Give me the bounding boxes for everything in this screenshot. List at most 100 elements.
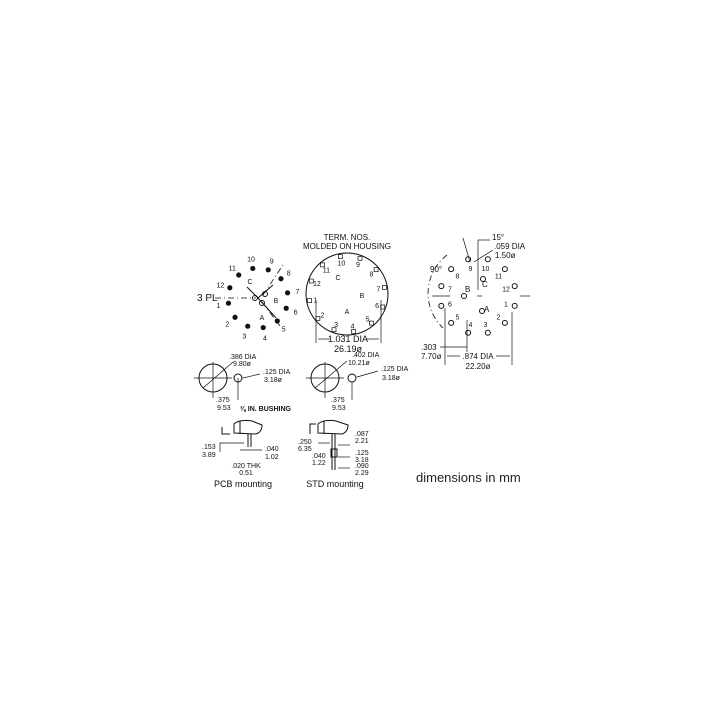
housing-title-2: MOLDED ON HOUSING xyxy=(303,242,391,251)
terminal-label: 12 xyxy=(217,282,225,289)
terminal-hole xyxy=(484,329,491,336)
housing-terminal-number: 1 xyxy=(314,298,318,305)
std-caption: STD mounting xyxy=(306,479,364,489)
pcb-caption: PCB mounting xyxy=(214,479,272,489)
offset-mm: 9.53 xyxy=(332,405,346,412)
terminal-profile xyxy=(317,419,349,435)
terminal-hole-label: 4 xyxy=(469,322,473,329)
terminal-slot xyxy=(338,254,343,259)
angle-90: 90° xyxy=(430,265,442,274)
terminal-slot xyxy=(307,298,312,303)
housing-dia-in: 1.031 DIA xyxy=(328,334,368,344)
arc xyxy=(427,254,448,329)
terminal-label: 7 xyxy=(295,289,299,296)
terminal-hole xyxy=(501,266,508,273)
terminal-dot xyxy=(232,314,238,320)
terminal-dot xyxy=(265,267,271,273)
bushing-dia-mm: 10.21ø xyxy=(348,360,371,367)
housing-pole-label: B xyxy=(360,293,365,300)
angle-leader xyxy=(462,237,471,263)
terminal-hole-label: 5 xyxy=(456,315,460,322)
terminal-label: 8 xyxy=(287,270,291,277)
bushing-right: .402 DIA 10.21ø .125 DIA 3.18ø .375 9.53 xyxy=(306,352,409,412)
bushing-dia-mm: 9.80ø xyxy=(233,361,252,368)
offset-in: .375 xyxy=(331,397,345,404)
terminal-hole xyxy=(438,283,445,290)
centerline xyxy=(261,301,281,327)
offset-in: .303 xyxy=(421,343,437,352)
terminal-hole xyxy=(438,302,445,309)
height-mm: 3.89 xyxy=(202,452,216,459)
housing-pole-label: C xyxy=(335,275,340,282)
terminal-hole-label: 7 xyxy=(448,286,452,293)
circle-dia-in: .874 DIA xyxy=(462,352,494,361)
housing-terminal-number: 5 xyxy=(366,317,370,324)
terminal-dot xyxy=(250,265,256,272)
terminal-hole xyxy=(501,319,508,326)
offset-in: .375 xyxy=(216,397,230,404)
housing-outline xyxy=(305,252,389,336)
leader xyxy=(314,360,348,389)
bracket xyxy=(309,423,316,434)
c-in: .125 xyxy=(355,450,369,457)
dimensions-note: dimensions in mm xyxy=(416,470,521,485)
housing-terminal-number: 4 xyxy=(351,324,355,331)
width-mm: 1.02 xyxy=(265,454,279,461)
leader xyxy=(242,373,261,379)
terminal-hole-label: 2 xyxy=(497,315,501,322)
pole-hole xyxy=(262,291,268,297)
dimension-line xyxy=(219,442,244,452)
leader xyxy=(202,361,234,389)
terminal-slot xyxy=(369,320,374,326)
bushing-dia-in: .386 DIA xyxy=(229,354,257,361)
terminal-label: 5 xyxy=(282,327,286,334)
d-mm: 2.29 xyxy=(355,470,369,477)
housing-terminal-number: 8 xyxy=(370,271,374,278)
b-mm: 1.22 xyxy=(312,460,326,467)
terminal-hole-label: 11 xyxy=(495,273,502,280)
terminal-hole-label: 12 xyxy=(502,286,510,293)
terminal-label: 6 xyxy=(294,310,298,317)
terminal-slot xyxy=(308,278,314,284)
terminal-hole xyxy=(465,329,472,336)
terminal-dot xyxy=(225,300,232,306)
pole-a: A xyxy=(484,305,490,314)
terminal-dot xyxy=(274,318,280,324)
bushing-caption: ⅜ IN. BUSHING xyxy=(240,406,292,413)
terminal-label: 2 xyxy=(225,322,229,329)
pin-dia-in: .125 DIA xyxy=(381,366,409,373)
housing-terminal-number: 12 xyxy=(313,281,321,288)
a-in: .087 xyxy=(355,431,369,438)
terminal-slot xyxy=(351,329,356,334)
leader xyxy=(356,370,379,378)
pin-shoulder xyxy=(330,448,338,458)
thk-in: .020 THK xyxy=(231,463,261,470)
wiper-a xyxy=(257,297,277,319)
terminal-label: 4 xyxy=(263,335,267,342)
hole-dia-mm: 1.50ø xyxy=(495,251,516,260)
pin-circle xyxy=(347,373,357,383)
offset-mm: 7.70ø xyxy=(421,352,442,361)
terminal-hole xyxy=(484,256,491,263)
terminal-hole xyxy=(448,319,455,326)
thk-mm: 0.51 xyxy=(239,470,253,477)
terminal-slot xyxy=(320,262,325,268)
label-3pl: 3 PL xyxy=(197,293,218,304)
height-in: .153 xyxy=(202,444,216,451)
pole-hole xyxy=(461,293,467,299)
pole-label: C xyxy=(247,279,252,286)
std-mounting: .250 6.35 .087 2.21 .040 1.22 .125 3.18 … xyxy=(298,419,369,489)
pin-dia-mm: 3.18ø xyxy=(382,375,401,382)
bushing-left: .386 DIA 9.80ø .125 DIA 3.18ø .375 9.53 … xyxy=(194,354,292,413)
terminal-hole xyxy=(511,302,518,309)
terminal-dot xyxy=(236,272,242,278)
terminal-label: 1 xyxy=(217,303,221,310)
housing-terminal-number: 2 xyxy=(321,313,325,320)
terminal-slot xyxy=(315,316,321,321)
terminal-dot xyxy=(245,323,251,329)
pole-label: B xyxy=(274,298,279,305)
terminal-slot xyxy=(382,285,387,290)
